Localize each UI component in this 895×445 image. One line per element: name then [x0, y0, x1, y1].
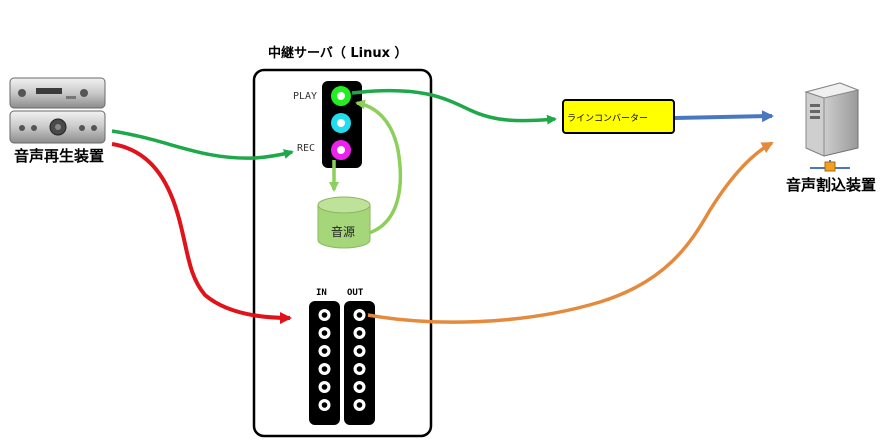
orange-arrow-out-to-interrupt — [367, 141, 774, 324]
out-terminal-strip — [344, 301, 375, 425]
relay-server-title: 中継サーバ（ Linux ） — [268, 46, 408, 61]
audio-source-label: 音源 — [331, 225, 356, 239]
middle-jack — [331, 113, 351, 133]
red-arrow-player-to-in — [111, 142, 292, 324]
rec-port-label: REC — [297, 143, 316, 154]
light-green-arrow-source-to-play — [355, 99, 403, 235]
in-terminal-strip — [309, 301, 340, 425]
audio-player-icon — [9, 77, 106, 144]
out-port-label: OUT — [347, 288, 364, 298]
audio-jack-panel — [322, 81, 362, 168]
play-port-label: PLAY — [293, 91, 318, 102]
relay-server-box — [252, 68, 433, 438]
interrupt-device-icon — [804, 82, 860, 172]
blue-arrow-converter-to-interrupt — [674, 110, 774, 123]
line-converter-box — [562, 99, 675, 134]
audio-player-label: 音声再生装置 — [14, 147, 105, 165]
line-converter-label: ラインコンバーター — [567, 114, 649, 124]
interrupt-device-label: 音声割込装置 — [786, 176, 877, 194]
audio-source-cylinder — [317, 196, 371, 249]
green-arrow-player-to-rec — [111, 129, 294, 160]
in-port-label: IN — [316, 288, 327, 298]
rec-jack — [331, 140, 351, 160]
play-jack — [331, 86, 351, 106]
green-arrow-play-to-converter — [351, 88, 557, 125]
